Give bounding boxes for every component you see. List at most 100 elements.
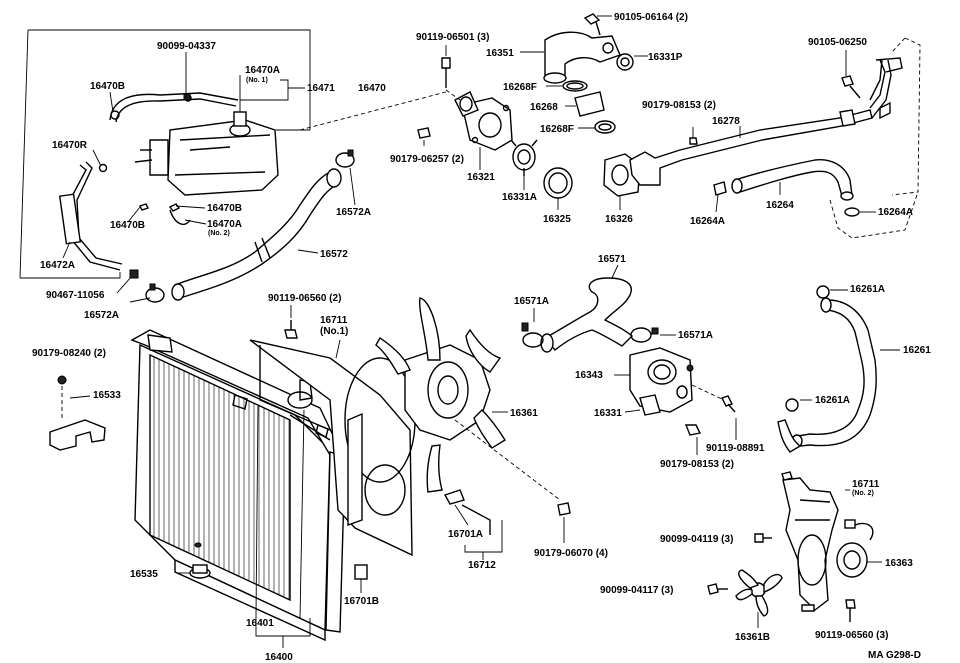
- pipe-leaders: [689, 50, 861, 145]
- label-90105-06250: 90105-06250: [808, 37, 867, 48]
- hose-clamps-16571a: [521, 322, 659, 348]
- label-16264a-left: 16264A: [690, 216, 725, 227]
- elbow-leaders: [520, 15, 648, 129]
- label-90467-11056: 90467-11056: [46, 290, 105, 301]
- label-16325: 16325: [543, 214, 571, 225]
- fan-motor-16363: [836, 519, 882, 578]
- water-bypass-pipe-16278: [629, 57, 903, 186]
- label-16472a: 16472A: [40, 260, 75, 271]
- part-labels: 90099-04337 16470A (No. 1) 16471 16470 1…: [32, 12, 931, 663]
- label-90179-06257: 90179-06257 (2): [390, 154, 464, 165]
- reservoir-clamps: [98, 93, 192, 212]
- label-16331a: 16331A: [502, 192, 537, 203]
- lower-hose-leaders: [533, 264, 737, 455]
- label-16470b-mid: 16470B: [207, 203, 242, 214]
- label-16470a-no2-sub: (No. 2): [208, 230, 230, 237]
- gasket-16325: [543, 167, 573, 199]
- label-16571a-left: 16571A: [514, 296, 549, 307]
- label-16572a-bottom: 16572A: [84, 310, 119, 321]
- label-90179-08240: 90179-08240 (2): [32, 348, 106, 359]
- label-90179-08153-top: 90179-08153 (2): [642, 100, 716, 111]
- label-90179-08153-bot: 90179-08153 (2): [660, 459, 734, 470]
- label-16470a-no2: 16470A: [207, 219, 242, 230]
- bracket-16533: [49, 375, 106, 451]
- reservoir-leaders: [62, 52, 305, 259]
- label-16571a-right: 16571A: [678, 330, 713, 341]
- label-90119-08891: 90119-08891: [706, 443, 765, 454]
- label-16400: 16400: [265, 652, 293, 663]
- label-16701b: 16701B: [344, 596, 379, 607]
- radiator-upper-tank-details: [194, 379, 329, 548]
- label-90119-06501: 90119-06501 (3): [416, 32, 489, 43]
- water-inlet-16321: [454, 91, 513, 151]
- label-16712: 16712: [468, 560, 496, 571]
- label-16268: 16268: [530, 102, 558, 113]
- label-16711-no2-sub: (No. 2): [852, 490, 874, 497]
- reservoir-group-frame: [19, 29, 311, 279]
- label-16261a-top: 16261A: [850, 284, 885, 295]
- water-inlet-housing-16331: [629, 347, 694, 416]
- label-16470r: 16470R: [52, 140, 88, 151]
- label-90105-06164: 90105-06164 (2): [614, 12, 688, 23]
- fan-no2-bolts: [707, 489, 856, 622]
- diagram-code: MA G298-D: [868, 650, 921, 661]
- label-16470: 16470: [358, 83, 386, 94]
- hose-16261: [777, 285, 877, 453]
- label-16471: 16471: [307, 83, 335, 94]
- label-16470a-no1-sub: (No. 1): [246, 77, 268, 84]
- label-16351: 16351: [486, 48, 514, 59]
- fan-shroud-16711: [249, 339, 416, 557]
- bolts-water-inlet: [417, 57, 461, 139]
- label-16470b-top: 16470B: [90, 81, 125, 92]
- label-16268f-top: 16268F: [503, 82, 537, 93]
- lower-hose-16571: [540, 277, 634, 353]
- label-16363: 16363: [885, 558, 913, 569]
- fan-shroud-16711-no2: [781, 471, 839, 612]
- pipe-dash-frame: [829, 37, 921, 239]
- label-16261: 16261: [903, 345, 931, 356]
- label-16343: 16343: [575, 370, 603, 381]
- label-16331: 16331: [594, 408, 622, 419]
- hose-clamps-16572a: [145, 149, 355, 303]
- radiator-16400: [130, 329, 346, 642]
- label-16331p: 16331P: [648, 52, 683, 63]
- label-90099-04117: 90099-04117 (3): [600, 585, 673, 596]
- upper-hose-leaders: [116, 167, 356, 303]
- hose-16261-leaders: [800, 289, 900, 401]
- label-16321: 16321: [467, 172, 495, 183]
- cooling-fan-16361: [375, 297, 508, 493]
- label-16571: 16571: [598, 254, 626, 265]
- label-90119-06560-bot: 90119-06560 (3): [815, 630, 888, 641]
- clip-16701b: [354, 564, 368, 593]
- label-16278: 16278: [712, 116, 740, 127]
- thermostat-16331a: [510, 139, 538, 176]
- fan-dash-leader: [454, 419, 571, 543]
- housing-bolts: [684, 384, 736, 436]
- shroud-bolt: [284, 305, 341, 359]
- label-16711-no2: 16711: [852, 479, 880, 490]
- reservoir-tank: [134, 111, 279, 196]
- upper-radiator-hose: [171, 168, 342, 301]
- label-16261a-mid: 16261A: [815, 395, 850, 406]
- drain-plug-16535: [189, 564, 211, 579]
- label-16264: 16264: [766, 200, 794, 211]
- label-16711-no1-sub: (No.1): [320, 326, 348, 337]
- label-16533: 16533: [93, 390, 121, 401]
- label-16326: 16326: [605, 214, 633, 225]
- fan-16361b: [735, 569, 783, 628]
- label-16470a-no1: 16470A: [245, 65, 280, 76]
- label-16268f-bot: 16268F: [540, 124, 574, 135]
- label-16572a-top: 16572A: [336, 207, 371, 218]
- label-16470b-left: 16470B: [110, 220, 145, 231]
- label-90119-06560-top: 90119-06560 (2): [268, 293, 341, 304]
- clip-16701a: [443, 489, 503, 560]
- label-16701a: 16701A: [448, 529, 483, 540]
- label-90099-04337: 90099-04337: [157, 41, 216, 52]
- label-16711-no1: 16711: [320, 315, 348, 326]
- label-16535: 16535: [130, 569, 158, 580]
- water-inlet-leaders: [299, 45, 559, 210]
- label-16361b: 16361B: [735, 632, 770, 643]
- water-outlet-elbow-16351: [543, 13, 634, 134]
